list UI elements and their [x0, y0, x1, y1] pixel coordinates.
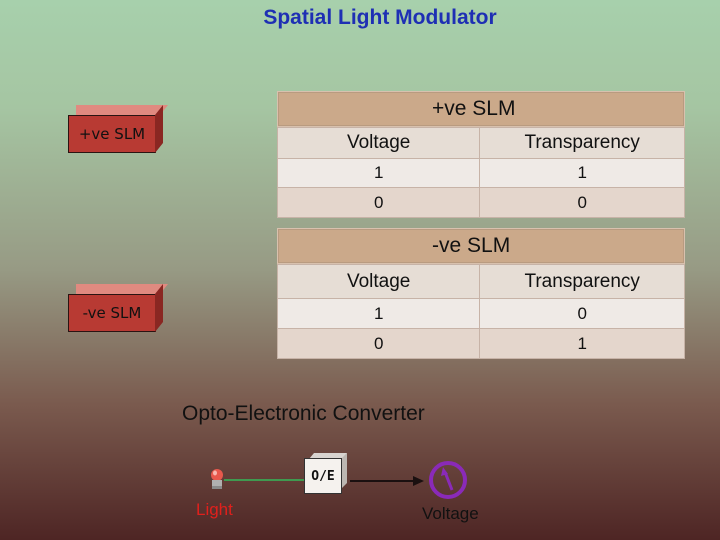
- positive-slm-box-label: +ve SLM: [68, 115, 156, 153]
- negative-table-title: -ve SLM: [432, 234, 511, 257]
- positive-slm-box: +ve SLM: [68, 105, 168, 153]
- light-label: Light: [196, 500, 233, 519]
- converter-box-top: [309, 453, 347, 459]
- positive-truth-table: Voltage Transparency 1 1 0 0: [276, 127, 685, 218]
- negative-slm-box-label: -ve SLM: [68, 294, 156, 332]
- negative-row2-transparency: 1: [479, 328, 685, 359]
- voltmeter-icon: [429, 461, 467, 499]
- voltage-label: Voltage: [422, 504, 479, 523]
- converter-diagram: [211, 461, 467, 499]
- positive-row1-voltage: 1: [276, 158, 481, 188]
- positive-table-title-bar: +ve SLM: [277, 91, 685, 127]
- positive-header-transparency: Transparency: [479, 127, 685, 159]
- negative-header-transparency: Transparency: [479, 264, 685, 299]
- negative-row2-voltage: 0: [276, 328, 481, 359]
- negative-header-voltage: Voltage: [276, 264, 481, 299]
- negative-truth-table: Voltage Transparency 1 0 0 1: [276, 264, 685, 359]
- positive-table-title: +ve SLM: [432, 97, 516, 120]
- output-arrow-head: [413, 476, 424, 486]
- negative-row1-voltage: 1: [276, 298, 481, 329]
- light-bulb-icon: [211, 469, 223, 489]
- positive-row2-transparency: 0: [479, 187, 685, 218]
- positive-header-voltage: Voltage: [276, 127, 481, 159]
- positive-row2-voltage: 0: [276, 187, 481, 218]
- negative-slm-box: -ve SLM: [68, 284, 168, 332]
- positive-row1-transparency: 1: [479, 158, 685, 188]
- converter-box-side: [341, 453, 347, 489]
- negative-row1-transparency: 0: [479, 298, 685, 329]
- page-title: Spatial Light Modulator: [263, 6, 497, 29]
- converter-title: Opto-Electronic Converter: [182, 402, 425, 425]
- converter-box: O/E: [304, 458, 342, 494]
- converter-box-label: O/E: [311, 468, 335, 484]
- negative-table-title-bar: -ve SLM: [277, 228, 685, 264]
